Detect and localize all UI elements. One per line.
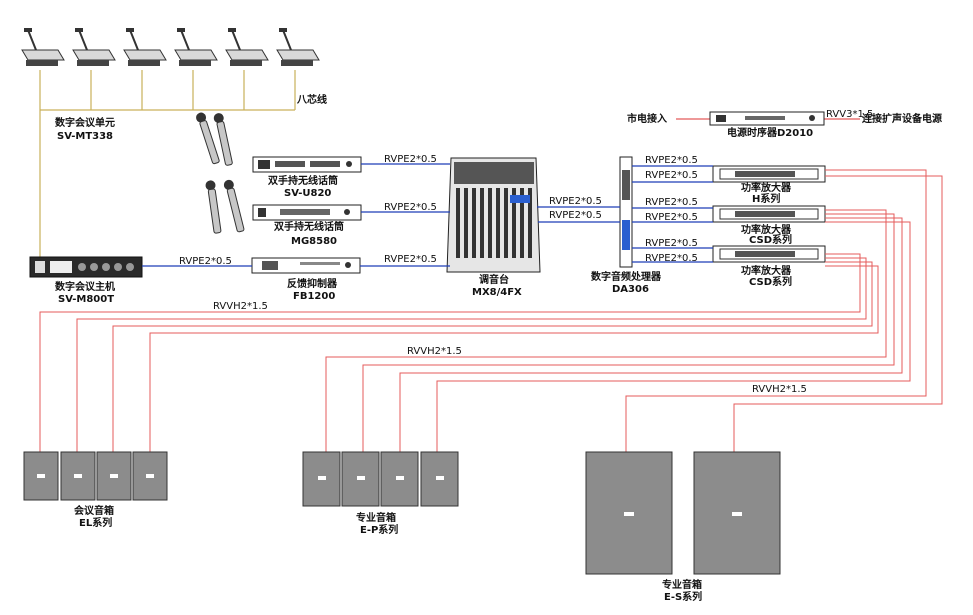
handheld-mic-icon [223, 179, 245, 233]
ep-speakers: 专业音箱 E-P系列 [302, 451, 459, 536]
conference-unit [174, 28, 218, 66]
rvvh-label-ep: RVVH2*1.5 [407, 346, 462, 357]
conference-unit [276, 28, 320, 66]
ep-series: E-P系列 [360, 523, 398, 536]
mains-in-label: 市电接入 [627, 112, 667, 125]
receiver2-model: MG8580 [291, 236, 337, 247]
host-model: SV-M800T [58, 294, 114, 305]
es-series: E-S系列 [664, 590, 702, 603]
dsp-model: DA306 [612, 284, 649, 295]
svg-text:RVPE2*0.5: RVPE2*0.5 [645, 253, 698, 264]
el-label: 会议音箱 [74, 504, 114, 517]
svg-text:RVPE2*0.5: RVPE2*0.5 [549, 210, 602, 221]
conference-unit [21, 28, 65, 66]
receiver1-label: 双手持无线话筒 [268, 174, 338, 187]
mixer: 调音台 MX8/4FX [446, 157, 541, 298]
amp1-label: 功率放大器 [741, 181, 792, 194]
svg-text:RVPE2*0.5: RVPE2*0.5 [549, 196, 602, 207]
sequencer-label: 电源时序器D2010 [727, 126, 813, 139]
el-series: EL系列 [79, 516, 112, 529]
svg-text:RVPE2*0.5: RVPE2*0.5 [645, 197, 698, 208]
ep-label: 专业音箱 [356, 511, 396, 524]
conference-unit [72, 28, 116, 66]
conference-unit [123, 28, 167, 66]
host-label: 数字会议主机 [55, 280, 115, 293]
fb-model: FB1200 [293, 291, 335, 302]
amp3-label: 功率放大器 [741, 264, 792, 277]
dsp-label: 数字音频处理器 [591, 270, 662, 283]
amplifier-csd-2: 功率放大器 CSD系列 [712, 245, 826, 288]
handheld-mic-icon [213, 113, 233, 166]
conference-units: 八芯线 数字会议单元 SV-MT338 [21, 28, 327, 258]
wireless-handheld-mics [196, 112, 245, 234]
handheld-mic-icon [196, 112, 220, 165]
svg-text:RVPE2*0.5: RVPE2*0.5 [384, 254, 437, 265]
receiver1-model: SV-U820 [284, 188, 331, 199]
mixer-model: MX8/4FX [472, 287, 522, 298]
conference-host: 数字会议主机 SV-M800T [29, 256, 143, 305]
conf-unit-model: SV-MT338 [57, 131, 113, 142]
amplifier-h: 功率放大器 H系列 [712, 165, 826, 205]
signal-cables [142, 163, 713, 267]
eight-core-label: 八芯线 [296, 93, 327, 106]
svg-text:RVPE2*0.5: RVPE2*0.5 [645, 155, 698, 166]
receiver-sv-u820: 双手持无线话筒 SV-U820 [252, 156, 362, 199]
conf-unit-label: 数字会议单元 [55, 116, 115, 129]
fb-label: 反馈抑制器 [287, 277, 338, 290]
amp2-series: CSD系列 [749, 233, 792, 246]
amp3-series: CSD系列 [749, 275, 792, 288]
es-speakers: 专业音箱 E-S系列 [585, 451, 781, 603]
svg-text:RVPE2*0.5: RVPE2*0.5 [384, 154, 437, 165]
svg-text:RVPE2*0.5: RVPE2*0.5 [645, 212, 698, 223]
conference-unit [225, 28, 269, 66]
mixer-label: 调音台 [479, 273, 509, 286]
amplifier-csd-1: 功率放大器 CSD系列 [712, 205, 826, 246]
rvv3-label: RVV3*1.5 [826, 109, 873, 120]
svg-text:RVPE2*0.5: RVPE2*0.5 [645, 170, 698, 181]
feedback-suppressor: 反馈抑制器 FB1200 [251, 257, 361, 302]
ext-power-label: 连接扩声设备电源 [862, 112, 942, 125]
signal-cable-labels: RVPE2*0.5 RVPE2*0.5 RVPE2*0.5 RVPE2*0.5 … [179, 154, 698, 267]
receiver-mg8580: 双手持无线话筒 MG8580 [252, 204, 362, 247]
dsp: 数字音频处理器 DA306 [591, 156, 662, 295]
speaker-cables [39, 169, 943, 452]
el-speakers: 会议音箱 EL系列 [23, 451, 168, 529]
svg-text:RVPE2*0.5: RVPE2*0.5 [179, 256, 232, 267]
es-label: 专业音箱 [662, 578, 702, 591]
receiver2-label: 双手持无线话筒 [274, 220, 344, 233]
svg-text:RVPE2*0.5: RVPE2*0.5 [384, 202, 437, 213]
power-sequencer: 市电接入 RVV3*1.5 连接扩声设备电源 电源时序器D2010 [627, 109, 942, 139]
rvvh-label-el: RVVH2*1.5 [213, 301, 268, 312]
handheld-mic-icon [205, 180, 222, 234]
svg-text:RVPE2*0.5: RVPE2*0.5 [645, 238, 698, 249]
amp1-series: H系列 [752, 192, 780, 205]
rvvh-label-es: RVVH2*1.5 [752, 384, 807, 395]
amp2-label: 功率放大器 [741, 223, 792, 236]
